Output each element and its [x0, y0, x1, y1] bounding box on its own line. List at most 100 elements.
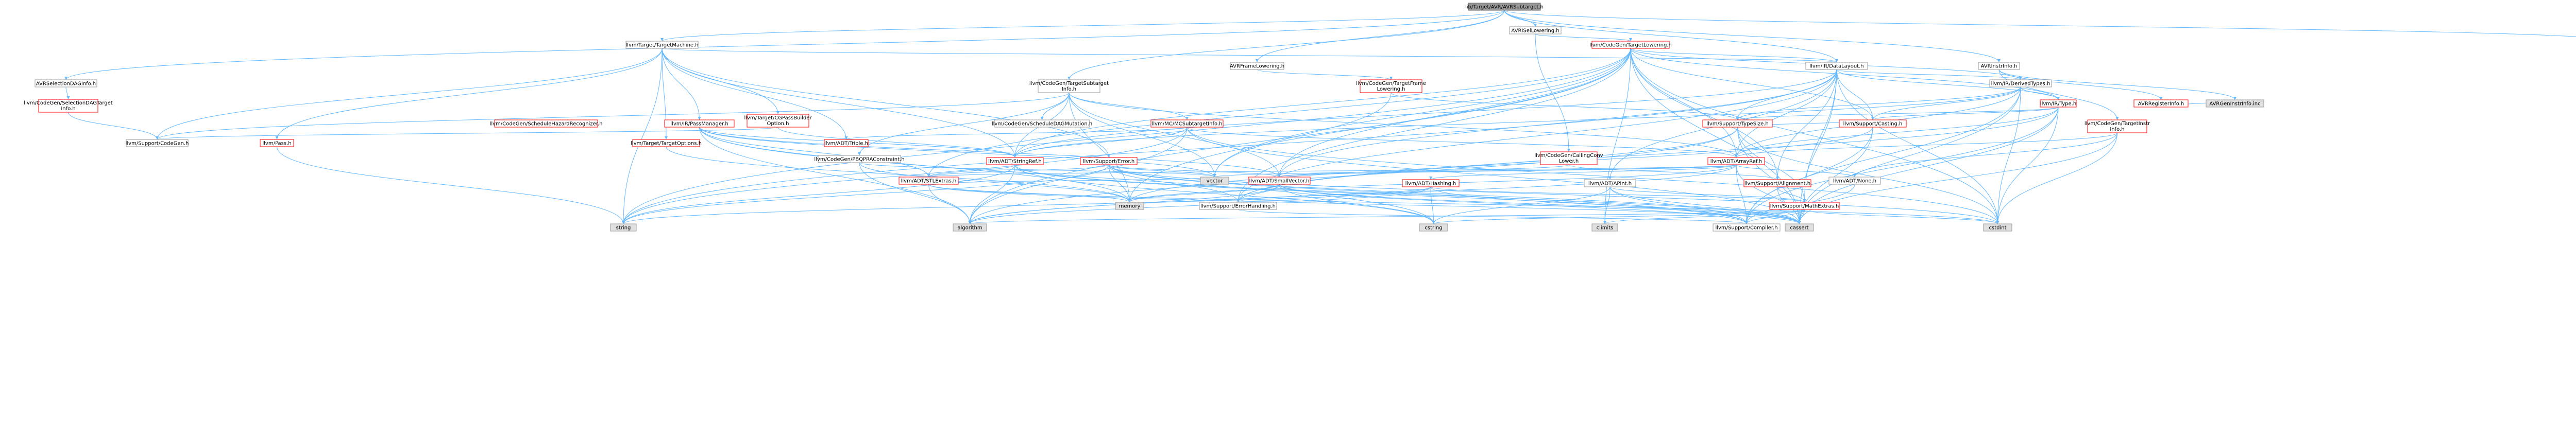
edge-adt_array_ref-to-vector: [1214, 164, 1737, 178]
node-schedule-hazard[interactable]: llvm/CodeGen/ScheduleHazardRecognizer.h: [490, 119, 603, 128]
edge-target_lowering-to-adt_stl_extras: [928, 48, 1631, 178]
node-cstring: cstring: [1419, 223, 1448, 232]
edge-instr_info-to-avr_register_info: [1998, 69, 2161, 100]
node-error-handling[interactable]: llvm/Support/ErrorHandling.h: [1199, 202, 1277, 210]
node-box: [632, 139, 700, 147]
node-isel-lowering[interactable]: AVRISelLowering.h: [1509, 26, 1562, 34]
node-pbqp-constraint[interactable]: llvm/CodeGen/PBQPRAConstraint.h: [814, 155, 905, 163]
node-label: llvm/Support/CodeGen.h: [126, 141, 189, 147]
node-box: [1707, 157, 1765, 165]
node-sel-dag-info[interactable]: AVRSelectionDAGInfo.h: [35, 79, 97, 87]
node-label: llvm/Target/TargetMachine.h: [625, 43, 698, 48]
node-adt-triple[interactable]: llvm/ADT/Triple.h: [824, 139, 869, 147]
edge-adt_hashing-to-cstring: [1430, 186, 1434, 224]
edge-adt_hashing-to-math_extras: [1430, 186, 1805, 203]
node-adt-array-ref[interactable]: llvm/ADT/ArrayRef.h: [1707, 157, 1765, 165]
node-label: llvm/ADT/None.h: [1833, 179, 1876, 184]
edge-arrowhead: [1835, 59, 1838, 62]
edge-adt_apint-to-climits: [1604, 186, 1611, 224]
edge-target_subtarget_info-to-mc_subtarget_info: [1069, 92, 1188, 120]
edge-arrowhead: [1567, 149, 1570, 152]
edge-pass_h-to-string: [277, 146, 624, 224]
node-support-alignment[interactable]: llvm/Support/Alignment.h: [1743, 179, 1811, 187]
edge-root-to-instr_info: [1504, 10, 1999, 63]
edge-target_machine-to-pass_h: [277, 48, 663, 140]
edge-derived_types-to-cstdint: [1997, 86, 2021, 224]
edge-derived_types-to-adt_string_ref: [1014, 86, 2021, 158]
node-adt-stl-extras[interactable]: llvm/ADT/STLExtras.h: [899, 177, 959, 185]
edge-arrowhead: [968, 221, 972, 224]
node-box: [1591, 41, 1670, 49]
node-label: cassert: [1790, 225, 1808, 231]
node-root[interactable]: lib/Target/AVR/AVRSubtarget.h: [1465, 3, 1544, 11]
node-label: memory: [1119, 204, 1141, 209]
node-support-codegen[interactable]: llvm/Support/CodeGen.h: [126, 139, 189, 147]
node-adt-string-ref[interactable]: llvm/ADT/StringRef.h: [986, 157, 1044, 165]
node-support-casting[interactable]: llvm/Support/Casting.h: [1839, 119, 1907, 128]
edge-arrowhead: [665, 136, 668, 139]
edge-isel_lowering-to-target_lowering: [1535, 33, 1631, 42]
node-label: llvm/CodeGen/TargetFrame: [1356, 81, 1426, 86]
node-compiler[interactable]: llvm/Support/Compiler.h: [1713, 223, 1781, 232]
edge-arrowhead: [1432, 221, 1435, 224]
node-vector: vector: [1200, 177, 1229, 185]
node-label: llvm/Support/MathExtras.h: [1770, 204, 1839, 209]
edge-data_layout-to-support_alignment: [1777, 69, 1837, 180]
edge-target_lowering-to-cassert: [1630, 48, 1800, 224]
node-cstdint: cstdint: [1983, 223, 2012, 232]
node-target-options[interactable]: llvm/Target/TargetOptions.h: [631, 139, 702, 147]
node-label: climits: [1597, 225, 1614, 231]
node-label: llvm/Target/TargetOptions.h: [631, 141, 702, 147]
node-mc-subtarget-info[interactable]: llvm/MC/MCSubtargetInfo.h: [1150, 119, 1224, 128]
node-label: llvm/CodeGen/TargetInstr: [2084, 121, 2150, 127]
node-box: [1360, 79, 1422, 93]
node-pass-manager[interactable]: llvm/IR/PassManager.h: [664, 119, 735, 128]
node-type-size[interactable]: llvm/Support/TypeSize.h: [1702, 119, 1773, 128]
node-data-layout[interactable]: llvm/IR/DataLayout.h: [1805, 62, 1868, 70]
edge-arrowhead: [1997, 59, 2001, 62]
edge-target_lowering-to-cstdint: [1630, 48, 1998, 224]
node-label: llvm/ADT/STLExtras.h: [901, 179, 957, 184]
node-box: [994, 119, 1090, 128]
node-box: [494, 119, 598, 128]
node-label: AVRFrameLowering.h: [1230, 64, 1284, 69]
edge-adt_small_vector-to-memory: [1129, 184, 1280, 203]
node-label: llvm/IR/PassManager.h: [670, 121, 728, 127]
node-adt-none[interactable]: llvm/ADT/None.h: [1828, 177, 1881, 185]
edge-arrowhead: [1798, 221, 1801, 224]
node-frame-lowering[interactable]: AVRFrameLowering.h: [1230, 62, 1284, 70]
node-pass-h[interactable]: llvm/Pass.h: [260, 139, 294, 147]
node-math-extras[interactable]: llvm/Support/MathExtras.h: [1769, 202, 1840, 210]
edge-support_error-to-compiler: [1108, 164, 1747, 224]
node-label: llvm/ADT/ArrayRef.h: [1710, 159, 1762, 165]
node-adt-small-vector[interactable]: llvm/ADT/SmallVector.h: [1248, 177, 1311, 185]
node-layer: lib/Target/AVR/AVRSubtarget.hAVRISelLowe…: [24, 3, 2264, 232]
node-ir-type[interactable]: llvm/IR/Type.h: [2040, 99, 2077, 108]
edge-arrowhead: [64, 77, 67, 80]
node-support-error[interactable]: llvm/Support/Error.h: [1080, 157, 1138, 165]
node-label: llvm/CodeGen/TargetSubtarget: [1029, 81, 1109, 86]
node-box: [1702, 119, 1773, 128]
node-derived-types[interactable]: llvm/IR/DerivedTypes.h: [1989, 79, 2052, 87]
edge-target_subtarget_info-to-pbqp_constraint: [859, 92, 1070, 156]
node-adt-apint[interactable]: llvm/ADT/APInt.h: [1584, 179, 1636, 187]
node-target-machine[interactable]: llvm/Target/TargetMachine.h: [625, 41, 699, 49]
node-instr-info[interactable]: AVRInstrInfo.h: [1978, 62, 2020, 70]
node-label: llvm/CodeGen/TargetLowering.h: [1589, 43, 1672, 48]
edge-mc_subtarget_info-to-adt_array_ref: [1187, 127, 1737, 158]
edge-target_lowering-to-vector: [1214, 48, 1631, 178]
node-target-lowering[interactable]: llvm/CodeGen/TargetLowering.h: [1589, 41, 1672, 49]
node-label: llvm/CodeGen/CallingConv: [1534, 153, 1603, 159]
node-adt-hashing[interactable]: llvm/ADT/Hashing.h: [1402, 179, 1460, 187]
edge-data_layout-to-adt_array_ref: [1736, 69, 1837, 158]
node-schedule-dag-mutation[interactable]: llvm/CodeGen/ScheduleDAGMutation.h: [992, 119, 1092, 128]
edge-target_machine-to-string: [623, 48, 663, 224]
node-avr-register-info[interactable]: AVRRegisterInfo.h: [2133, 99, 2189, 108]
